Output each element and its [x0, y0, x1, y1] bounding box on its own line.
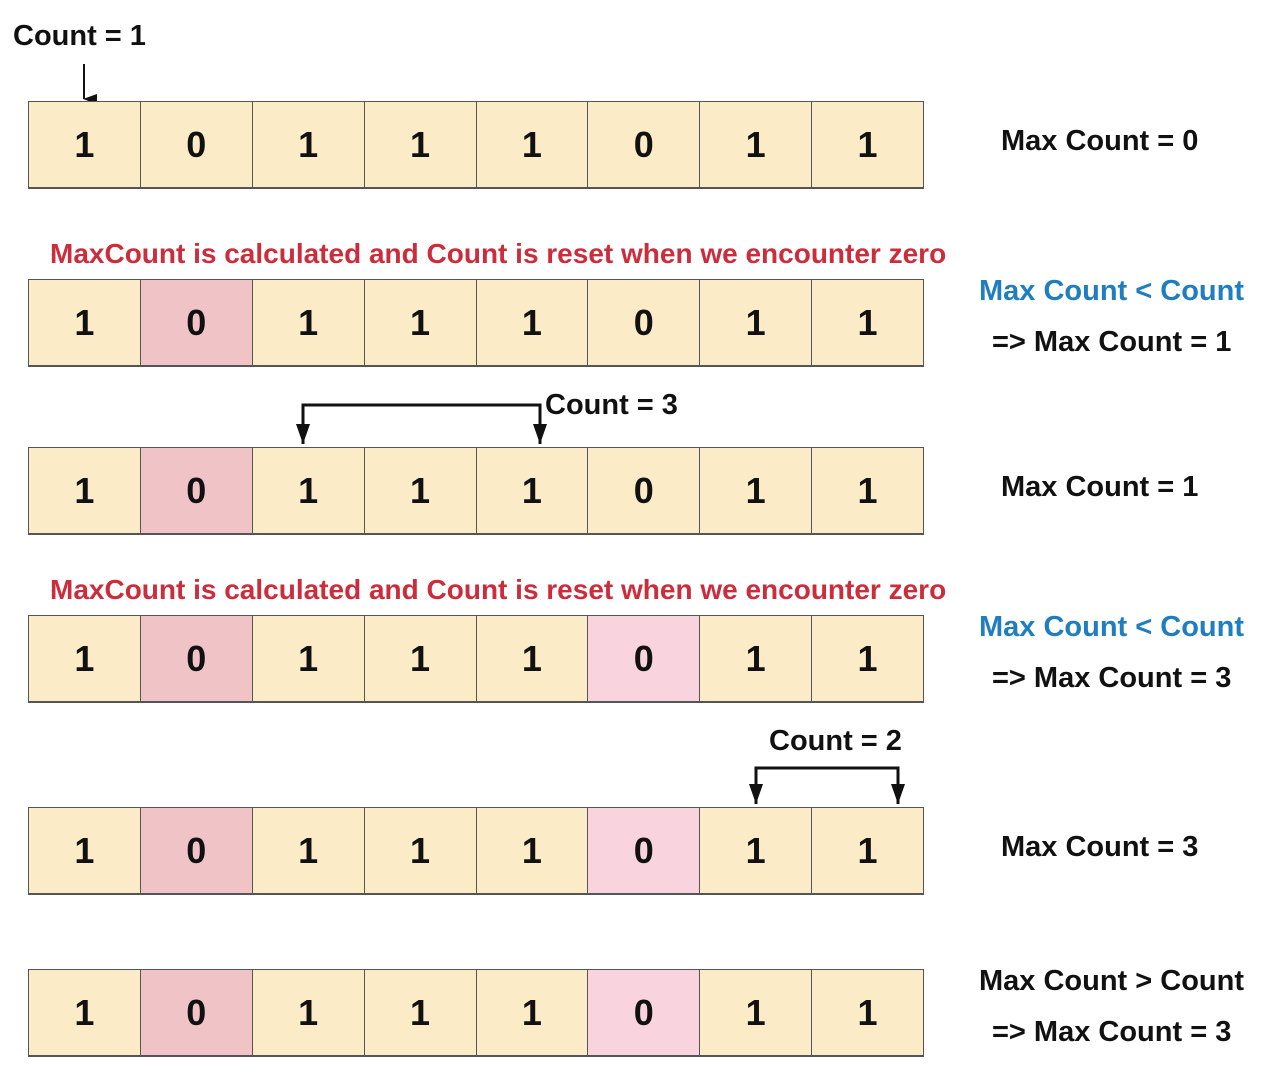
- array-cell: 1: [363, 970, 476, 1055]
- array-cell: 1: [28, 102, 140, 187]
- result-row1: => Max Count = 1: [992, 326, 1232, 358]
- array-cell: 1: [699, 970, 812, 1055]
- array-cell: 0: [139, 970, 252, 1055]
- array-cell: 0: [587, 970, 700, 1055]
- array-cell: 1: [699, 808, 812, 893]
- count-label-row0: Count = 1: [13, 20, 146, 52]
- array-cell: 0: [139, 616, 252, 701]
- notice-row3: MaxCount is calculated and Count is rese…: [50, 574, 947, 605]
- array-cell: 0: [139, 102, 252, 187]
- array-cell: 1: [363, 102, 476, 187]
- bracket-row2: [301, 403, 542, 444]
- array-cell: 1: [811, 808, 924, 893]
- array-cell: 1: [251, 808, 364, 893]
- array-cell: 1: [699, 102, 812, 187]
- result-row4: Max Count = 3: [1001, 831, 1199, 863]
- count-label-row2: Count = 3: [545, 389, 678, 421]
- array-cell: 1: [811, 102, 924, 187]
- array-cell: 1: [251, 448, 364, 533]
- result-row2: Max Count = 1: [1001, 471, 1199, 503]
- array-cell: 1: [699, 448, 812, 533]
- array-cell: 1: [363, 808, 476, 893]
- array-cell: 1: [475, 102, 588, 187]
- array-cell: 1: [28, 448, 140, 533]
- array-cell: 1: [811, 280, 924, 365]
- array-cell: 1: [475, 970, 588, 1055]
- array-cell: 0: [587, 448, 700, 533]
- bracket-row4-left-head: [749, 784, 763, 804]
- array-cell: 1: [475, 448, 588, 533]
- array-cell: 1: [28, 280, 140, 365]
- result-row5: => Max Count = 3: [992, 1016, 1232, 1048]
- compare-row5: Max Count > Count: [979, 965, 1245, 997]
- compare-row1: Max Count < Count: [979, 275, 1245, 307]
- bracket-row2-right-head: [533, 424, 547, 444]
- array-cell: 0: [587, 280, 700, 365]
- result-row3: => Max Count = 3: [992, 662, 1232, 694]
- bracket-row4: [754, 766, 900, 804]
- array-cell: 1: [363, 616, 476, 701]
- array-cell: 1: [811, 970, 924, 1055]
- compare-row3: Max Count < Count: [979, 611, 1245, 643]
- array-cell: 0: [139, 280, 252, 365]
- array-cell: 1: [699, 616, 812, 701]
- array-cell: 0: [139, 448, 252, 533]
- array-cell: 0: [587, 808, 700, 893]
- array-cell: 1: [363, 280, 476, 365]
- array-cell: 1: [28, 616, 140, 701]
- array-cell: 1: [699, 280, 812, 365]
- array-cell: 1: [251, 102, 364, 187]
- array-cell: 1: [811, 448, 924, 533]
- result-row0: Max Count = 0: [1001, 125, 1199, 157]
- array-cell: 1: [475, 616, 588, 701]
- bracket-row4-right-head: [891, 784, 905, 804]
- array-cell: 0: [139, 808, 252, 893]
- bracket-row2-left-head: [296, 424, 310, 444]
- array-cell: 1: [251, 616, 364, 701]
- array-cell: 1: [251, 970, 364, 1055]
- array-cell: 1: [475, 280, 588, 365]
- array-cell: 1: [28, 808, 140, 893]
- array-cell: 1: [811, 616, 924, 701]
- array-cell: 1: [28, 970, 140, 1055]
- array-cell: 1: [363, 448, 476, 533]
- array-cell: 1: [251, 280, 364, 365]
- array-cell: 0: [587, 616, 700, 701]
- array-cell: 0: [587, 102, 700, 187]
- count-label-row4: Count = 2: [769, 725, 902, 757]
- array-cell: 1: [475, 808, 588, 893]
- notice-row1: MaxCount is calculated and Count is rese…: [50, 238, 947, 269]
